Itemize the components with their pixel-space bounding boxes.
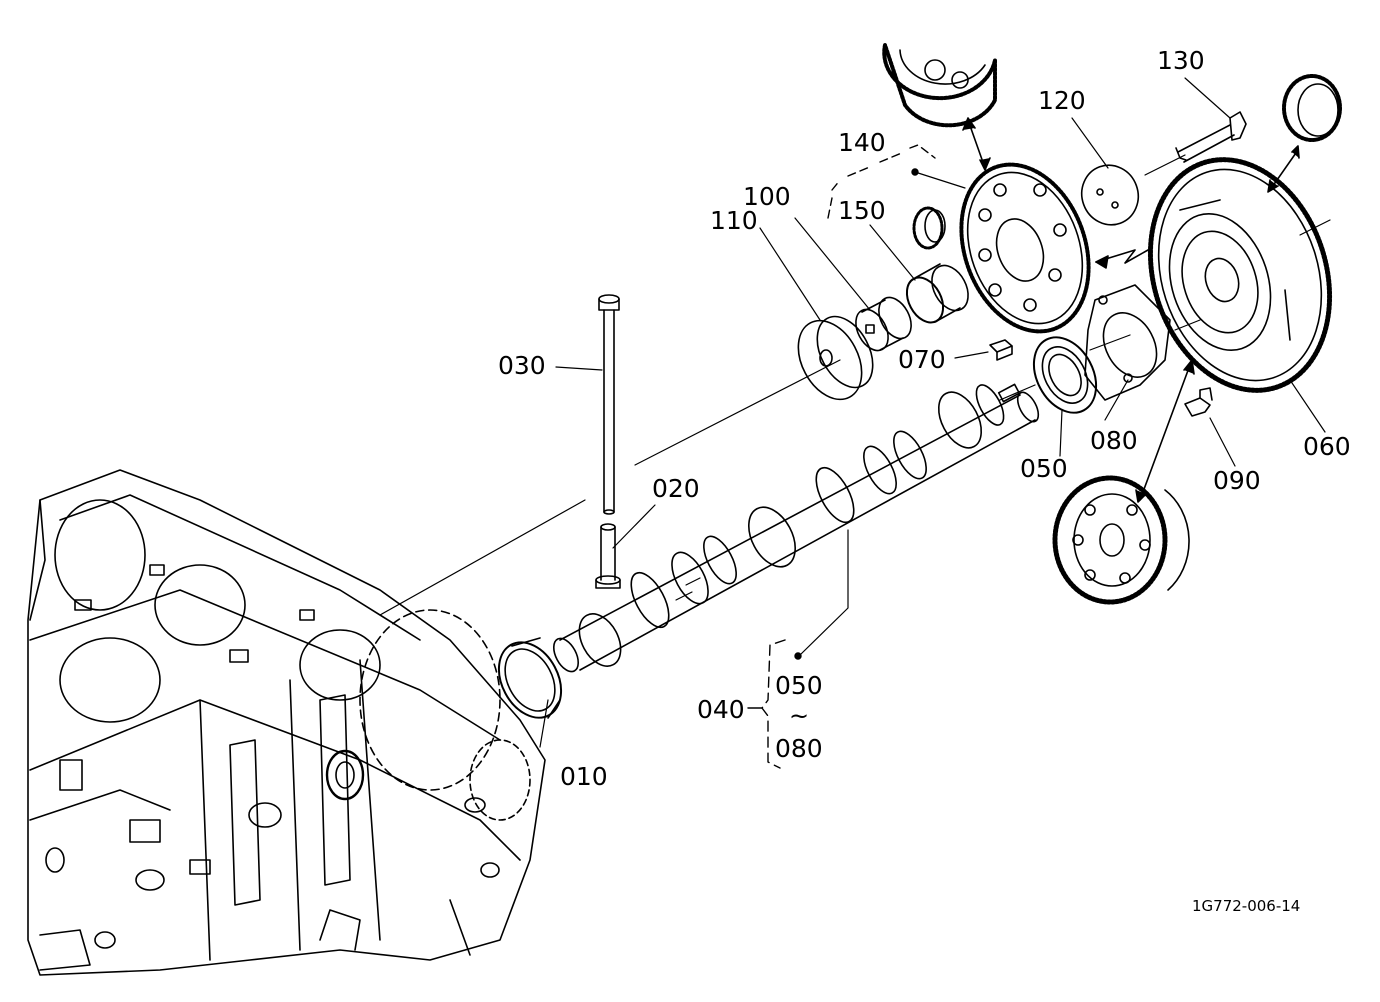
label-part-030: 030 (498, 351, 546, 380)
label-assembly-to: 080 (775, 734, 823, 763)
part-010-bushing (497, 637, 563, 719)
label-leaders (539, 77, 1326, 748)
label-part-150: 150 (838, 196, 886, 225)
label-part-060: 060 (1303, 432, 1351, 461)
ghost-gear-right (1282, 74, 1342, 142)
label-part-020: 020 (652, 474, 700, 503)
camshaft (552, 383, 1040, 673)
label-part-140: 140 (838, 128, 886, 157)
ghost-gear-bottom (1052, 475, 1190, 605)
label-part-090: 090 (1213, 466, 1261, 495)
part-070-key (989, 339, 1013, 361)
part-090-bolt (1184, 387, 1213, 417)
label-assembly-sep: ~ (789, 702, 810, 730)
drawing-reference-number: 1G772-006-14 (1192, 897, 1301, 915)
ghost-gear-top (882, 43, 997, 128)
part-050-bearing (1032, 336, 1098, 414)
mesh-arrows (962, 117, 1300, 503)
label-part-120: 120 (1038, 86, 1086, 115)
label-part-050: 050 (1020, 454, 1068, 483)
small-pinion (912, 206, 946, 250)
label-part-100: 100 (743, 182, 791, 211)
part-060-gear (1147, 157, 1333, 393)
part-140-gear (959, 162, 1091, 334)
engine-block (27, 469, 546, 976)
bracket-040 (747, 639, 802, 769)
part-120-washer (1080, 164, 1140, 226)
part-110-plate (797, 315, 874, 401)
label-assembly-from: 050 (775, 671, 823, 700)
part-030-rod (598, 294, 620, 515)
label-part-010: 010 (560, 762, 608, 791)
axis-lines (379, 154, 1331, 616)
label-part-040: 040 (697, 695, 745, 724)
part-130-bolt (1175, 111, 1247, 163)
part-020-pin (595, 523, 621, 589)
part-080-plate (1084, 284, 1171, 401)
part-100-collar (855, 296, 912, 352)
label-part-110: 110 (710, 206, 758, 235)
label-part-080: 080 (1090, 426, 1138, 455)
label-part-130: 130 (1157, 46, 1205, 75)
bracket-140 (827, 144, 936, 219)
label-part-070: 070 (898, 345, 946, 374)
